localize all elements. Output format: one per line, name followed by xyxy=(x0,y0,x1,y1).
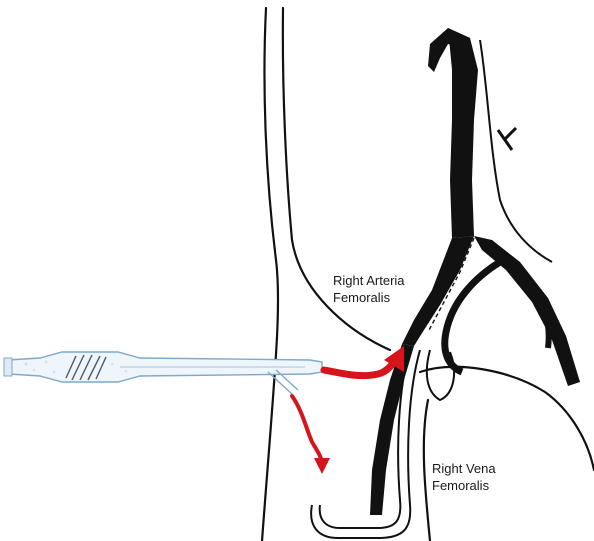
label-line: Right Vena xyxy=(432,460,496,477)
left-iliac-artery xyxy=(474,236,580,386)
small-branch xyxy=(498,128,516,150)
label-right-arteria-femoralis: Right Arteria Femoralis xyxy=(333,272,405,306)
aorta-trunk xyxy=(448,28,478,238)
label-line: Right Arteria xyxy=(333,272,405,289)
label-right-vena-femoralis: Right Vena Femoralis xyxy=(432,460,496,494)
venous-flow-arrowhead xyxy=(314,458,330,474)
cannula-hub-cap xyxy=(4,358,12,376)
body-outline xyxy=(262,8,594,541)
thigh-outline-left xyxy=(262,8,278,541)
label-line: Femoralis xyxy=(333,289,405,306)
vena-cava-outline xyxy=(480,40,552,262)
label-line: Femoralis xyxy=(432,477,496,494)
inner-leg-contour xyxy=(424,400,430,541)
venous-flow-arrow xyxy=(292,396,322,464)
